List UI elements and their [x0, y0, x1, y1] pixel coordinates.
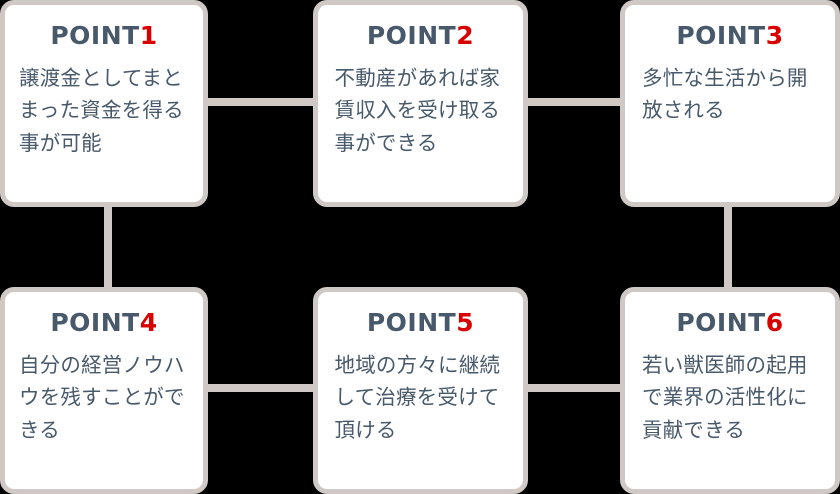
point-card-6-body: 若い獣医師の起用で業界の活性化に貢献できる: [642, 353, 808, 442]
point-card-5-title: POINT5: [367, 310, 474, 335]
point-card-2-title-label: POINT: [366, 21, 457, 50]
connector-horizontal-point1-point2: [185, 98, 335, 106]
point-card-2-title: POINT2: [367, 23, 474, 48]
point-card-1-body: 譲渡金としてまとまった資金を得る事が可能: [19, 66, 184, 155]
point-card-2-number: 2: [456, 21, 475, 50]
point-card-1: POINT1 譲渡金としてまとまった資金を得る事が可能: [0, 0, 208, 207]
point-card-2: POINT2 不動産があれば家賃収入を受け取る事ができる: [313, 0, 528, 207]
point-card-3-title-label: POINT: [676, 21, 766, 50]
point-card-5-body: 地域の方々に継続して治療を受けて頂ける: [334, 353, 501, 442]
point-card-6: POINT6 若い獣医師の起用で業界の活性化に貢献できる: [620, 287, 840, 494]
point-card-3-title: POINT3: [676, 23, 783, 48]
point-card-3-body: 多忙な生活から開放される: [642, 66, 808, 123]
connector-horizontal-point2-point3: [505, 98, 643, 106]
point-card-6-title-label: POINT: [676, 308, 766, 337]
point-card-4-number: 4: [139, 308, 158, 337]
connector-horizontal-point4-point5: [185, 384, 335, 392]
point-card-4-title: POINT4: [50, 310, 157, 335]
point-card-5-number: 5: [456, 308, 475, 337]
point-card-1-title-label: POINT: [50, 21, 140, 50]
point-card-6-number: 6: [765, 308, 784, 337]
point-card-4-title-label: POINT: [50, 308, 140, 337]
point-card-3-number: 3: [765, 21, 784, 50]
point-card-6-title: POINT6: [676, 310, 783, 335]
connector-vertical-point3-point6: [724, 186, 732, 306]
point-card-1-title: POINT1: [50, 23, 157, 48]
point-card-1-number: 1: [139, 21, 158, 50]
point-card-2-body: 不動産があれば家賃収入を受け取る事ができる: [334, 66, 501, 155]
point-card-4-body: 自分の経営ノウハウを残すことができる: [19, 353, 185, 442]
point-card-5-title-label: POINT: [366, 308, 457, 337]
point-card-4: POINT4 自分の経営ノウハウを残すことができる: [0, 287, 208, 494]
point-card-3: POINT3 多忙な生活から開放される: [620, 0, 840, 207]
point-card-5: POINT5 地域の方々に継続して治療を受けて頂ける: [313, 287, 528, 494]
connector-horizontal-point5-point6: [505, 384, 643, 392]
connector-vertical-point1-point4: [104, 186, 112, 306]
